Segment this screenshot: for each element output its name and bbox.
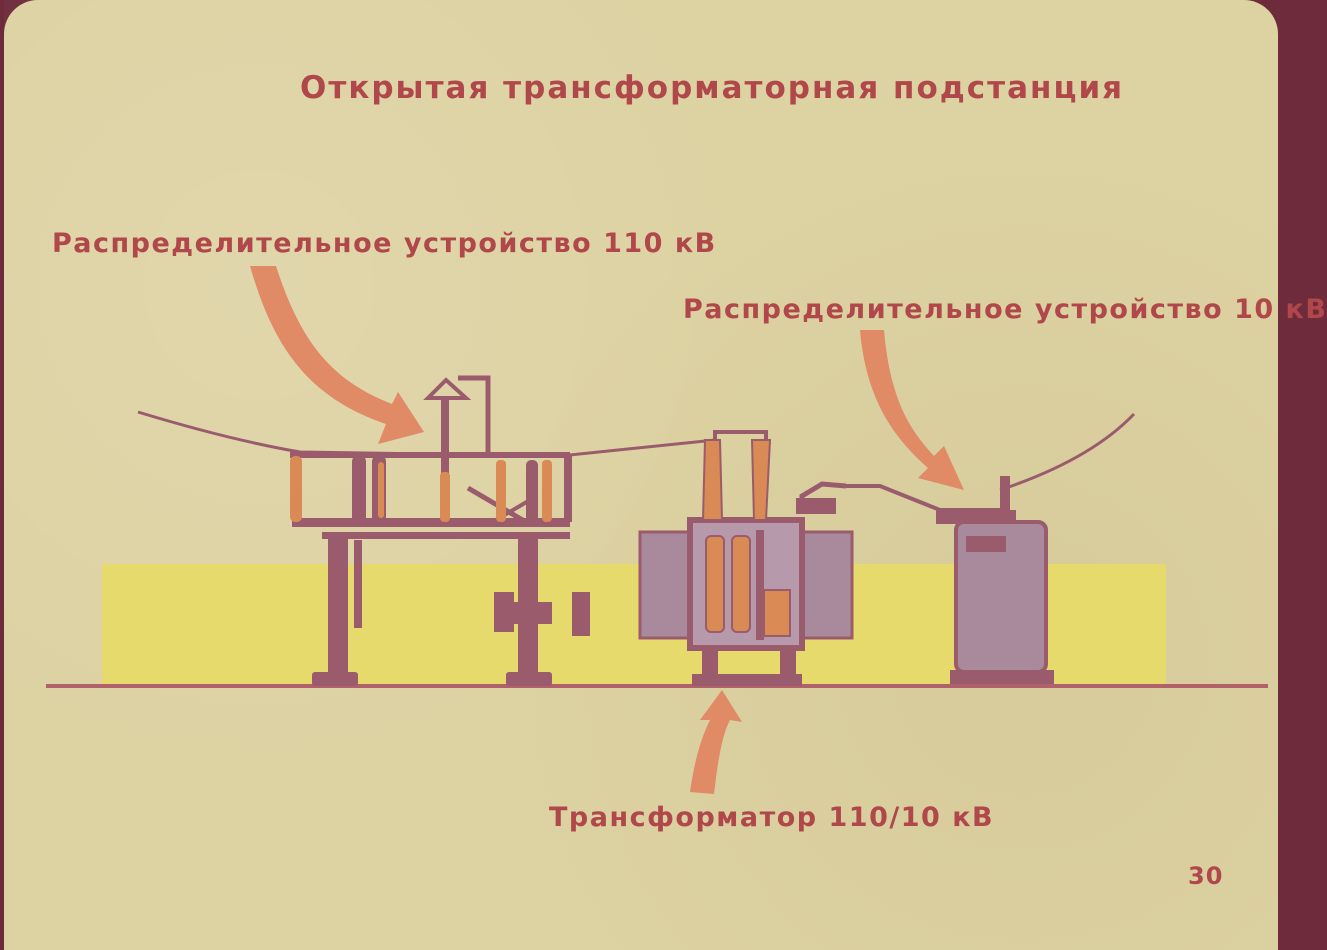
arrow-switchgear-110 [250,266,424,444]
substation-diagram [46,266,1268,794]
label-transformer: Трансформатор 110/10 кВ [549,802,995,833]
transformer-110-10 [638,430,854,686]
arrow-switchgear-10 [860,330,964,490]
label-switchgear-110: Распределительное устройство 110 кВ [52,228,717,259]
film-grain [4,0,1278,950]
slide-title: Открытая трансформаторная подстанция [300,70,1125,106]
slide-frame [4,0,1278,950]
label-switchgear-10: Распределительное устройство 10 кВ [683,294,1327,325]
arrow-transformer [690,690,742,794]
switchgear-110 [137,375,716,686]
page-number: 30 [1188,862,1224,890]
insulators-110 [290,456,552,522]
ground-line [46,684,1268,688]
switchgear-10 [846,412,1136,684]
slide: Открытая трансформаторная подстанция Рас… [4,0,1326,950]
